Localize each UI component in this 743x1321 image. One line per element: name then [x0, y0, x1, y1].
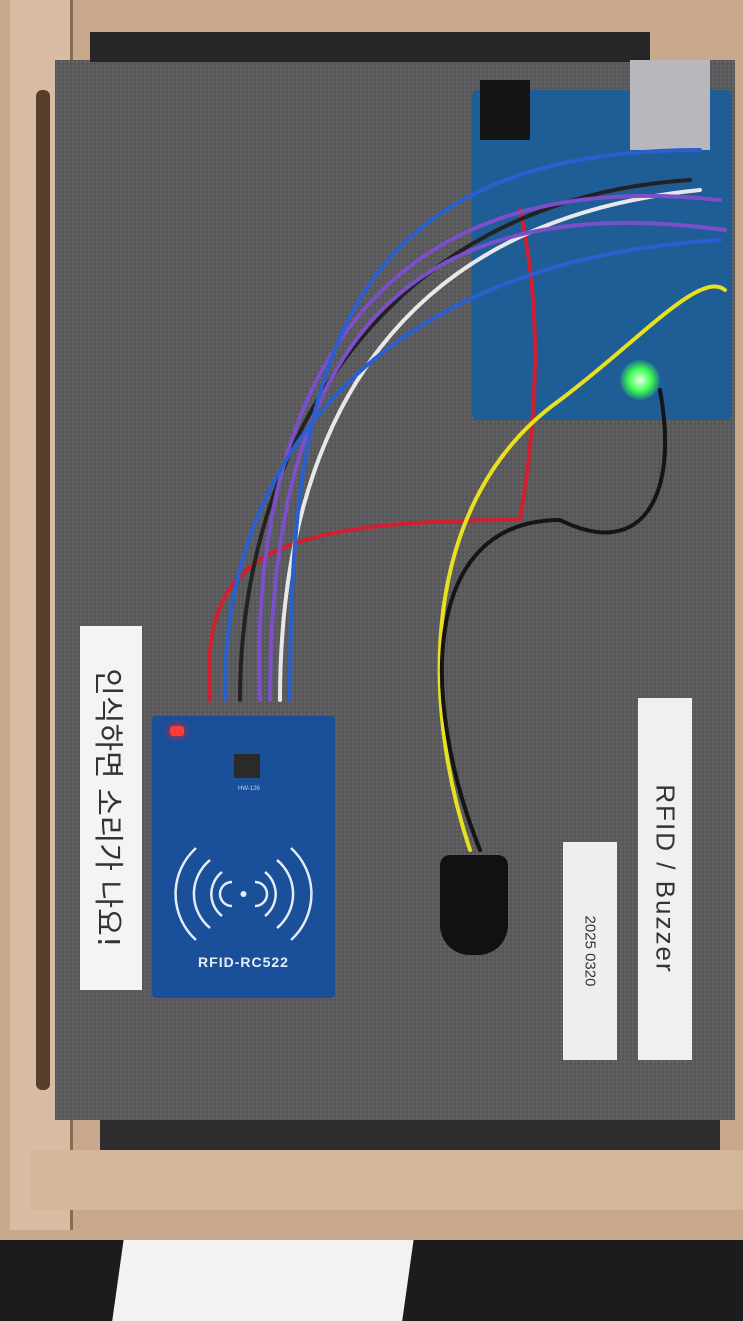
frame-slot: [36, 90, 50, 1090]
korean-note-text: 인식하면 소리가 나요!: [90, 668, 125, 948]
korean-note-label: 인식하면 소리가 나요!: [80, 626, 142, 990]
green-led-glow: [620, 360, 660, 400]
dc-power-jack: [480, 80, 530, 140]
rfid-module: HW-126 RFID-RC522: [152, 716, 335, 998]
rfid-wave-icon: [174, 847, 313, 941]
project-title-text: RFID / Buzzer: [650, 784, 681, 974]
top-rail: [90, 32, 650, 62]
date-label: 2025 0320: [563, 842, 617, 1060]
buzzer: [440, 855, 508, 955]
rfid-model-text: HW-126: [238, 786, 260, 792]
usb-port: [630, 60, 710, 150]
project-title-label: RFID / Buzzer: [638, 698, 692, 1060]
rfid-chip: [234, 754, 260, 778]
rfid-board-label: RFID-RC522: [198, 954, 289, 970]
bottom-rail: [100, 1120, 720, 1152]
date-text: 2025 0320: [581, 915, 599, 987]
power-led-icon: [170, 726, 184, 736]
box-bottom-frame: [30, 1150, 743, 1210]
